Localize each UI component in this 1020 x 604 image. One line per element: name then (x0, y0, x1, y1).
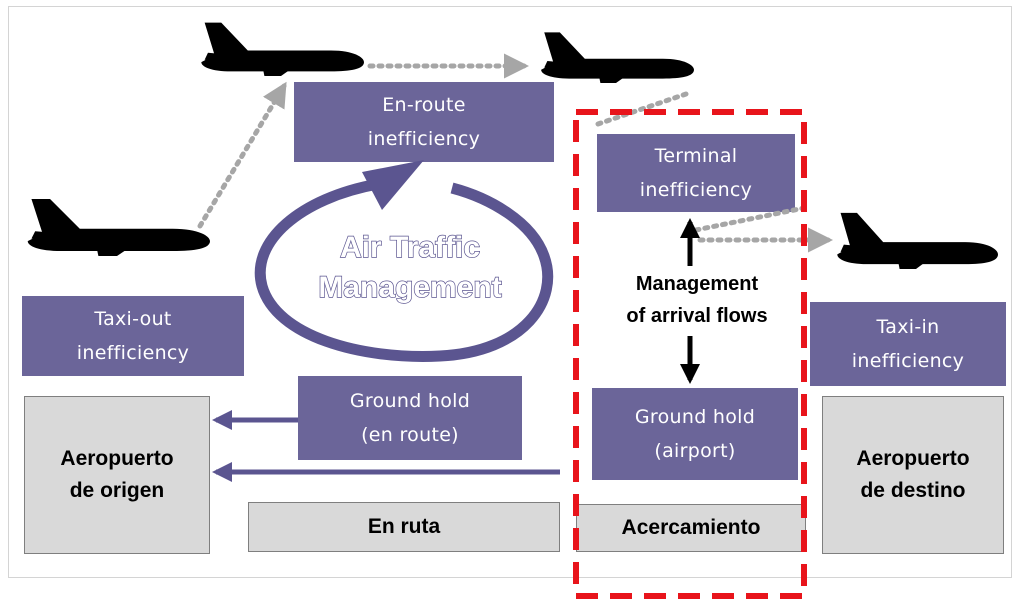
acercamiento-label: Acercamiento (621, 516, 761, 539)
approach-highlight-box (573, 109, 807, 599)
aeropuerto-destino-box: Aeropuerto de destino (822, 396, 1004, 554)
atm-cycle-arrow (254, 178, 554, 362)
dotted-arrow-climb (197, 81, 287, 229)
atm-cycle-arrowhead (362, 160, 424, 210)
terminal-inefficiency-box: Terminal inefficiency (597, 134, 795, 212)
en-ruta-box: En ruta (248, 502, 560, 552)
dotted-arrow-descent (595, 91, 689, 127)
en-route-inefficiency-box: En-route inefficiency (294, 82, 554, 162)
ground-hold-en-route-box: Ground hold (en route) (298, 376, 522, 460)
ground-hold-en-route-label: Ground hold (en route) (349, 390, 471, 446)
taxi-in-inefficiency-label: Taxi-in inefficiency (851, 316, 965, 372)
acercamiento-box: Acercamiento (576, 504, 806, 552)
ground-hold-airport-label: Ground hold (airport) (634, 406, 756, 462)
dotted-arrow-terminal-exit (693, 205, 807, 233)
ground-hold-airport-box: Ground hold (airport) (592, 388, 798, 480)
aeropuerto-origen-box: Aeropuerto de origen (24, 396, 210, 554)
aeropuerto-destino-label: Aeropuerto de destino (856, 447, 970, 502)
en-route-inefficiency-label: En-route inefficiency (367, 94, 481, 150)
airplane-icon-destination (837, 212, 998, 269)
airplane-icon-cruise-left (201, 22, 364, 76)
aeropuerto-origen-label: Aeropuerto de origen (60, 447, 174, 502)
taxi-out-inefficiency-label: Taxi-out inefficiency (76, 308, 190, 364)
taxi-in-inefficiency-box: Taxi-in inefficiency (810, 302, 1006, 386)
airplane-icon-cruise-right (541, 32, 694, 83)
taxi-out-inefficiency-box: Taxi-out inefficiency (22, 296, 244, 376)
diagram-frame (8, 6, 1012, 578)
terminal-inefficiency-label: Terminal inefficiency (639, 145, 753, 201)
management-of-arrival-flows-label: Management of arrival flows (598, 268, 796, 332)
en-ruta-label: En ruta (367, 515, 441, 538)
air-traffic-management-label: Air Traffic Management (318, 230, 503, 304)
airplane-icon-origin (27, 198, 210, 256)
